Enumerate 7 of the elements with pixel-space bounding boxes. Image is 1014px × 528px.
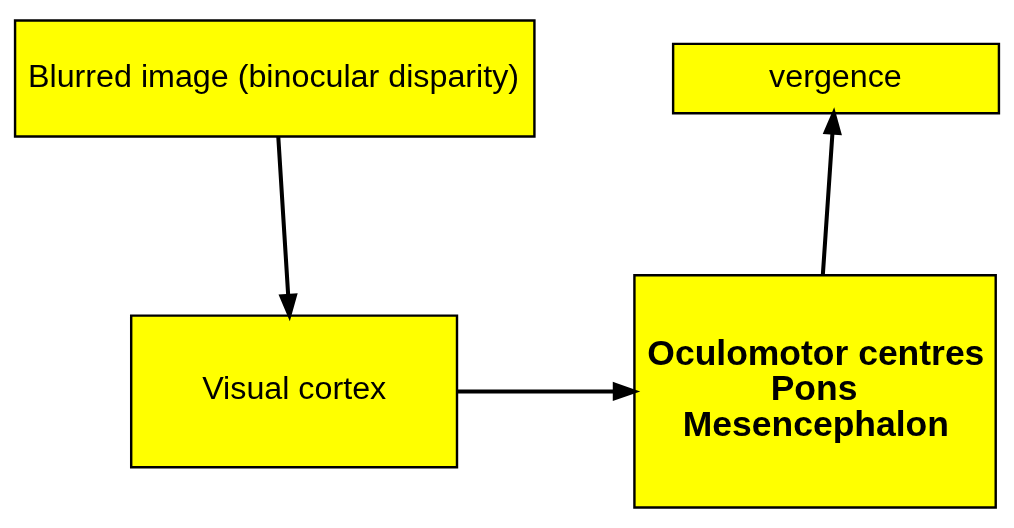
arrow [276,136,298,322]
node-box: vergence [671,42,1001,115]
arrow [457,381,641,402]
node-box: Oculomotor centres Pons Mesencephalon [633,274,997,509]
arrow [820,107,842,276]
node-box: Blurred image (binocular disparity) [13,19,536,138]
node-box: Visual cortex [130,314,459,469]
